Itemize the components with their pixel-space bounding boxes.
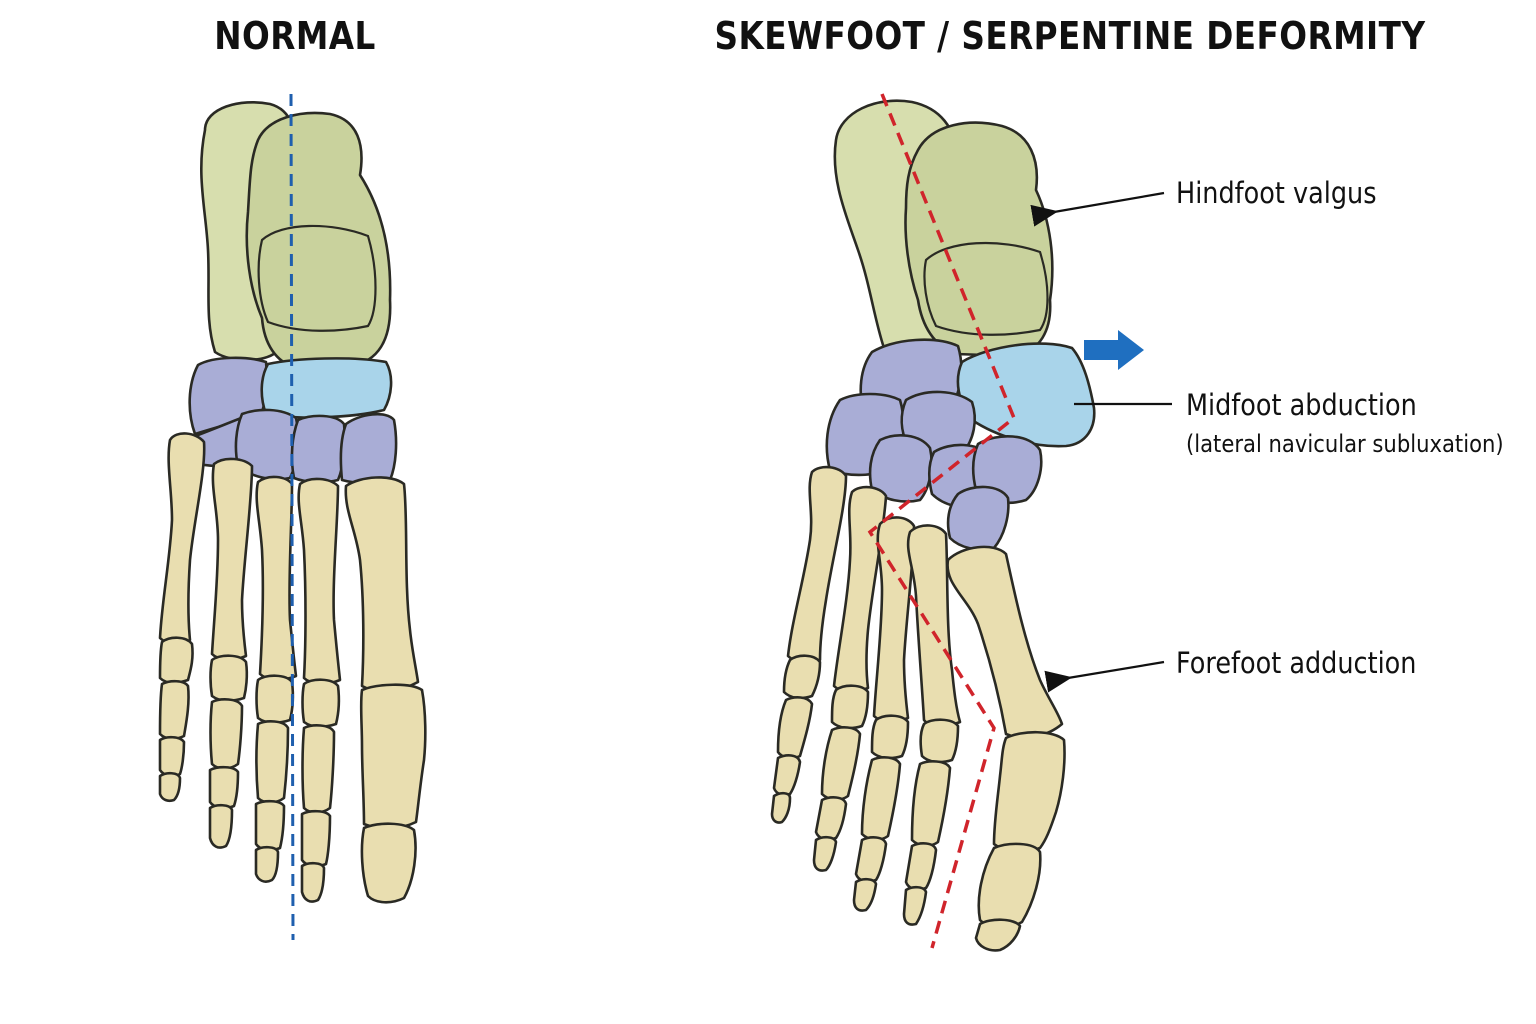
normal-navicular — [260, 357, 393, 419]
lateral-direction-arrow — [1084, 330, 1144, 370]
skew-talus — [904, 121, 1054, 358]
skew-cuneiform-medial — [971, 434, 1043, 504]
normal-foot-skeleton — [158, 93, 427, 941]
normal-cuneiform-lateral — [234, 408, 300, 481]
title-normal: NORMAL — [214, 14, 376, 58]
label-forefoot-adduction: Forefoot adduction — [1176, 646, 1417, 680]
label-hindfoot-valgus: Hindfoot valgus — [1176, 176, 1377, 210]
skewfoot-skeleton — [770, 93, 1144, 952]
skew-cuneiform-lateral-2 — [868, 434, 933, 503]
deformity-axis-line — [867, 93, 1017, 949]
skew-cuneiform-lower — [946, 485, 1010, 551]
forefoot-leader-line — [1044, 660, 1165, 693]
title-skewfoot-deformity: SKEWFOOT / SERPENTINE DEFORMITY — [714, 14, 1426, 58]
normal-metatarsals — [158, 432, 420, 693]
skew-navicular — [956, 342, 1096, 448]
normal-cuneiform-medial — [339, 412, 398, 485]
normal-axis-line — [289, 93, 295, 941]
skew-metatarsals — [786, 465, 1064, 739]
normal-talus — [245, 111, 392, 370]
label-midfoot-abduction: Midfoot abduction — [1186, 388, 1417, 422]
normal-cuneiform-intermediate — [290, 414, 347, 484]
hindfoot-leader-line — [1030, 191, 1165, 227]
label-lateral-navicular-subluxation: (lateral navicular subluxation) — [1186, 430, 1504, 458]
skew-phalanges — [770, 654, 1066, 952]
normal-phalanges — [158, 636, 427, 904]
